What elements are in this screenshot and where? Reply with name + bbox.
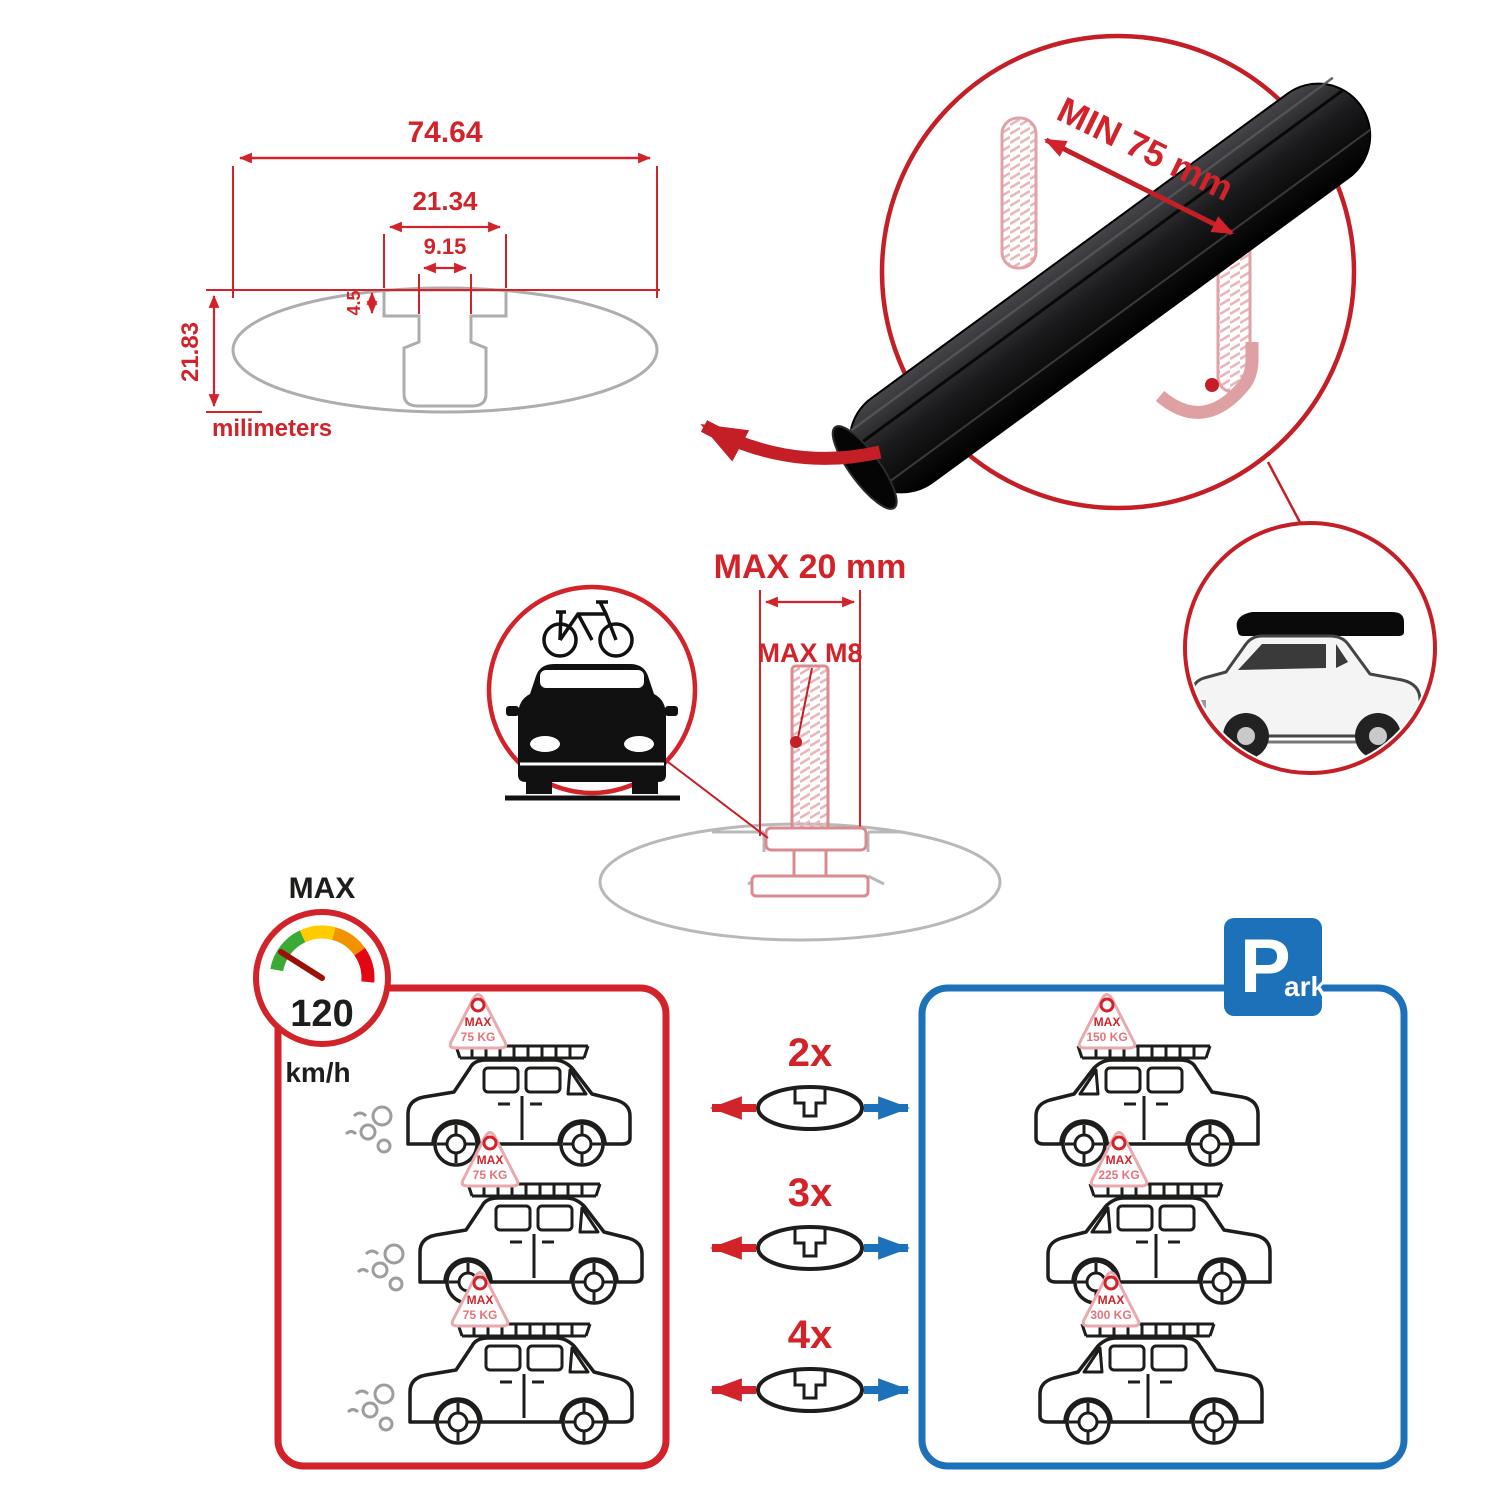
bolt-dot xyxy=(790,736,802,748)
clamp-strap xyxy=(1155,342,1259,419)
svg-text:MAX: MAX xyxy=(465,1015,492,1029)
bolt-diagram: MAX 20 mm MAX M8 xyxy=(598,548,1002,942)
dim-total-height: 21.83 xyxy=(177,322,204,382)
multiplier-label: 2x xyxy=(788,1031,833,1075)
bolt-neck xyxy=(792,848,828,878)
svg-text:75 KG: 75 KG xyxy=(461,1030,496,1044)
bolt-leader xyxy=(797,667,813,739)
parking-sign-p: P xyxy=(1240,924,1291,1009)
load-tag-icon: MAX 150 KG xyxy=(1077,993,1137,1050)
dim-slot-outer: 21.34 xyxy=(412,186,478,216)
hero-circle xyxy=(879,33,1357,511)
speed-value: 120 xyxy=(290,993,353,1035)
profile-ellipse xyxy=(231,286,659,414)
svg-text:MAX: MAX xyxy=(1094,1015,1121,1029)
driving-car-2: MAX 75 KG xyxy=(356,1131,644,1305)
load-tag-icon: MAX 75 KG xyxy=(450,1271,510,1328)
driving-car-3: MAX 75 KG xyxy=(346,1271,634,1445)
load-tag-icon: MAX 300 KG xyxy=(1081,1271,1141,1328)
option-4x: 4x xyxy=(709,1313,911,1413)
bolt-shaft xyxy=(790,664,830,832)
profile-dimension-diagram: 74.64 21.34 9.15 4.5 21.83 milimeters xyxy=(177,116,660,442)
load-tag-icon: MAX 75 KG xyxy=(448,993,508,1050)
svg-text:150 KG: 150 KG xyxy=(1086,1030,1127,1044)
svg-text:MAX: MAX xyxy=(1106,1153,1133,1167)
svg-text:300 KG: 300 KG xyxy=(1090,1308,1131,1322)
crossbar-profile-icon xyxy=(756,1225,864,1271)
speed-max-label: MAX xyxy=(289,872,356,905)
pointer-arrow xyxy=(700,420,882,465)
svg-text:MAX: MAX xyxy=(467,1293,494,1307)
suv-roofbox-icon xyxy=(1183,521,1437,775)
crossbar-hero: MIN 75 mm xyxy=(700,33,1372,529)
roof-box xyxy=(1236,612,1404,636)
multiplier-label: 4x xyxy=(788,1313,833,1357)
svg-text:MAX: MAX xyxy=(1098,1293,1125,1307)
dim-total-width: 74.64 xyxy=(407,116,482,149)
car-front-icon xyxy=(505,664,680,801)
dim-slot-inner: 9.15 xyxy=(424,234,467,259)
t-slot-faded xyxy=(712,830,900,886)
driving-car-1: MAX 75 KG xyxy=(344,993,632,1167)
bike-circle-leader xyxy=(667,761,769,839)
option-3x: 3x xyxy=(709,1171,911,1271)
gauge-needle xyxy=(278,949,325,981)
crossbar-profile-icon xyxy=(756,1367,864,1413)
dim-units-label: milimeters xyxy=(212,415,332,442)
t-slot-profile xyxy=(382,288,508,408)
gauge-band xyxy=(270,925,375,983)
option-2x: 2x xyxy=(709,1031,911,1131)
svg-text:75 KG: 75 KG xyxy=(473,1168,508,1182)
bike-car-icon xyxy=(486,584,698,801)
crossbar-bar xyxy=(831,76,1372,510)
parking-zone: MAX 150 KG MAX 225 KG MAX 300 KG P ark xyxy=(918,918,1408,1470)
multiplier-label: 3x xyxy=(788,1171,833,1215)
clamp-rod-left xyxy=(1000,116,1038,270)
load-tag-icon: MAX 225 KG xyxy=(1089,1131,1149,1188)
bolt-max-length-label: MAX 20 mm xyxy=(714,548,907,586)
parking-car-1: MAX 150 KG xyxy=(1034,993,1260,1167)
parking-sign: P ark xyxy=(1224,918,1326,1016)
parking-sign-board xyxy=(1224,918,1322,1016)
clamp-dot xyxy=(1205,378,1219,392)
parking-car-3: MAX 300 KG xyxy=(1038,1271,1264,1445)
parking-car-2: MAX 225 KG xyxy=(1046,1131,1272,1305)
min-span-arrow xyxy=(1044,137,1234,236)
leader-line-suv xyxy=(1266,461,1305,529)
svg-text:75 KG: 75 KG xyxy=(463,1308,498,1322)
driving-zone: MAX 75 KG MAX 75 KG MAX 75 KG xyxy=(274,984,670,1470)
speed-unit: km/h xyxy=(285,1057,350,1088)
load-tag-icon: MAX 75 KG xyxy=(460,1131,520,1188)
svg-text:MAX: MAX xyxy=(477,1153,504,1167)
crossbar-profile-icon xyxy=(756,1085,864,1131)
bolt-t-foot xyxy=(750,874,870,898)
svg-text:225 KG: 225 KG xyxy=(1098,1168,1139,1182)
dim-lip-depth: 4.5 xyxy=(344,290,364,315)
bike-icon xyxy=(542,600,634,658)
bolt-max-thread-label: MAX M8 xyxy=(757,638,862,668)
speed-limit: MAX 120 km/h xyxy=(253,872,391,1088)
bolt-flange xyxy=(764,826,868,852)
parking-sign-ark: ark xyxy=(1284,971,1326,1002)
bar-count-options: 2x 3x 4x xyxy=(709,1031,911,1413)
